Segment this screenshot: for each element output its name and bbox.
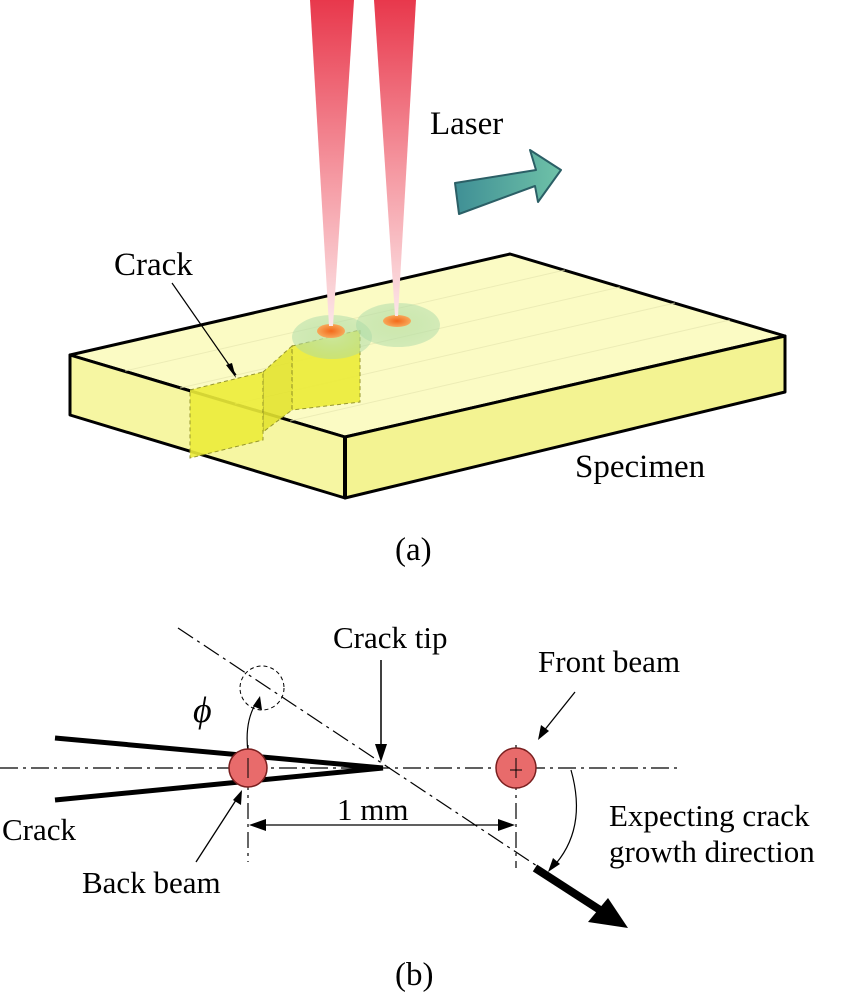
specimen-label: Specimen [575, 449, 705, 485]
inclined-centerline [177, 627, 541, 869]
crack-plane-middle [262, 344, 293, 434]
back-beam-label: Back beam [82, 865, 221, 900]
back-beam-leader [195, 796, 239, 863]
front-beam-leader-arrowhead [538, 725, 549, 740]
crack-lower-edge [54, 765, 384, 803]
travel-direction-arrow [454, 149, 562, 215]
angle-phi-label: ϕ [193, 690, 212, 730]
laser-beam-back [310, 0, 354, 326]
crack-label-a: Crack [114, 247, 193, 283]
dimension-arrowhead-left [249, 819, 266, 831]
crack-tip-arrowhead [375, 744, 387, 762]
angle-arc-arrowhead [253, 696, 262, 710]
dimension-arrowhead-right [498, 819, 515, 831]
crack-label-b: Crack [2, 812, 77, 847]
caption-b: (b) [395, 957, 433, 993]
crack-upper-edge [54, 735, 384, 771]
growth-direction-shaft [532, 864, 603, 914]
front-beam-label: Front beam [538, 644, 680, 679]
crack-tip-label: Crack tip [333, 620, 448, 655]
expecting-label-line1: Expecting crack [609, 798, 810, 833]
front-beam-leader [542, 691, 576, 733]
back-beam-leader-arrowhead [233, 790, 242, 805]
growth-direction-curve [551, 769, 577, 869]
growth-direction-arrowhead [588, 898, 628, 928]
distance-label: 1 mm [337, 792, 408, 827]
rotated-beam-position [239, 665, 285, 711]
growth-direction-curve-arrowhead [548, 858, 560, 872]
caption-a: (a) [395, 532, 432, 568]
crack-leader-arrowhead [226, 363, 236, 378]
expecting-label-line2: growth direction [609, 834, 815, 869]
crack-plane-front [189, 371, 264, 459]
laser-beam-front [374, 0, 416, 316]
laser-label: Laser [430, 106, 503, 142]
panel-a: Laser Crack Specimen (a) [68, 0, 787, 568]
panel-b: Crack tip Front beam ϕ Crack 1 mm Back b… [0, 620, 815, 993]
laser-spot-core-front [383, 315, 411, 327]
crack-leader-line [171, 282, 237, 376]
laser-spot-core-back [317, 324, 345, 338]
